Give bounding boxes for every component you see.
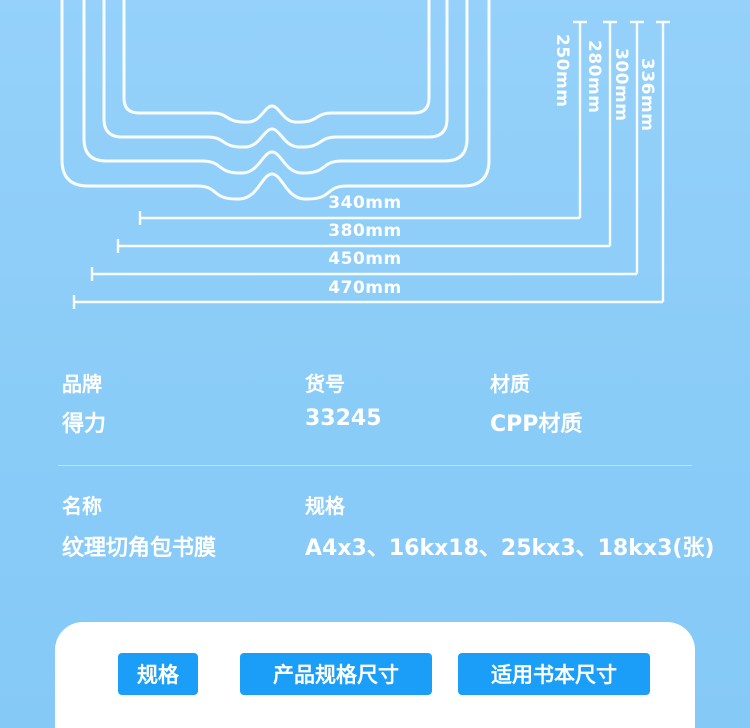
width-dim-line-450 bbox=[90, 267, 637, 281]
width-dim-line-380 bbox=[116, 239, 610, 253]
bottom-tab-panel: 规格 产品规格尺寸 适用书本尺寸 bbox=[55, 622, 695, 728]
name-value: 纹理切角包书膜 bbox=[62, 536, 217, 561]
height-dim-line-300 bbox=[630, 20, 644, 274]
height-dim-label-250: 250mm bbox=[552, 34, 572, 108]
sku-value: 33245 bbox=[305, 406, 382, 431]
tab-spec[interactable]: 规格 bbox=[118, 653, 198, 695]
height-dim-line-250 bbox=[573, 20, 587, 218]
material-value: CPP材质 bbox=[490, 412, 583, 437]
cover-outline-450 bbox=[82, 0, 469, 175]
cover-outline-380 bbox=[102, 0, 449, 149]
brand-label: 品牌 bbox=[62, 372, 102, 396]
tab-book-size[interactable]: 适用书本尺寸 bbox=[458, 653, 650, 695]
tab-product-size[interactable]: 产品规格尺寸 bbox=[240, 653, 432, 695]
height-dim-label-336: 336mm bbox=[637, 58, 657, 132]
width-dim-label-470: 470mm bbox=[328, 278, 402, 298]
height-dim-line-280 bbox=[603, 20, 617, 246]
spec-size-label: 规格 bbox=[305, 494, 345, 518]
cover-size-diagram bbox=[60, 0, 670, 309]
cover-outline-470 bbox=[60, 0, 491, 201]
material-label: 材质 bbox=[490, 372, 530, 396]
brand-value: 得力 bbox=[62, 412, 107, 437]
width-dim-label-340: 340mm bbox=[328, 193, 402, 213]
height-dim-label-300: 300mm bbox=[611, 48, 631, 122]
width-dim-line-470 bbox=[72, 295, 663, 309]
height-dim-label-280: 280mm bbox=[584, 40, 604, 114]
height-dim-line-336 bbox=[656, 20, 670, 302]
spec-divider bbox=[58, 465, 692, 466]
width-dim-label-380: 380mm bbox=[328, 221, 402, 241]
name-label: 名称 bbox=[62, 494, 102, 518]
cover-outline-340 bbox=[122, 0, 431, 124]
width-dim-line-340 bbox=[138, 211, 580, 225]
sku-label: 货号 bbox=[305, 372, 345, 396]
spec-size-value: A4x3、16kx18、25kx3、18kx3(张) bbox=[305, 536, 715, 561]
width-dim-label-450: 450mm bbox=[328, 249, 402, 269]
